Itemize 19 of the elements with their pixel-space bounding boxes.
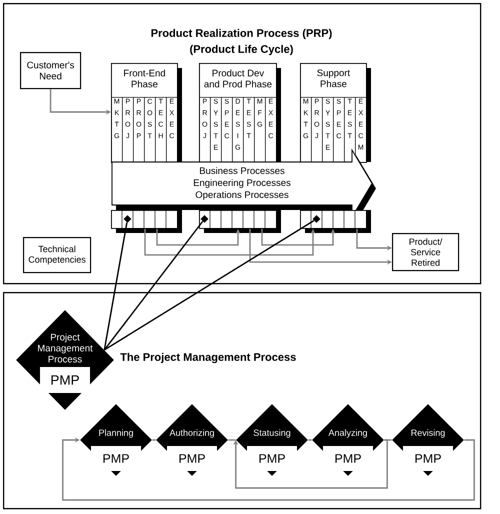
arrow bbox=[233, 439, 388, 489]
diamond-marker bbox=[200, 215, 208, 223]
connector-line bbox=[152, 439, 156, 441]
text-box: Technical Competencies bbox=[23, 237, 92, 274]
text-box: Customer's Need bbox=[20, 52, 82, 90]
diamond-marker bbox=[124, 215, 132, 223]
connector-line bbox=[104, 220, 204, 350]
connector-line bbox=[104, 220, 314, 351]
connector-line bbox=[308, 439, 312, 441]
text-box: Product/ Service Retired bbox=[392, 233, 460, 272]
panel-title: Product Realization Process (PRP) (Product Life Cycle) bbox=[151, 28, 332, 56]
arrow bbox=[62, 437, 475, 501]
diamond-marker bbox=[312, 215, 320, 223]
cell-strip bbox=[111, 210, 182, 233]
connector-line bbox=[228, 439, 236, 441]
cell-strip bbox=[300, 210, 371, 233]
cell-strip bbox=[199, 210, 281, 233]
connector-line bbox=[104, 222, 128, 350]
panel-title: The Project Management Process bbox=[120, 352, 296, 364]
